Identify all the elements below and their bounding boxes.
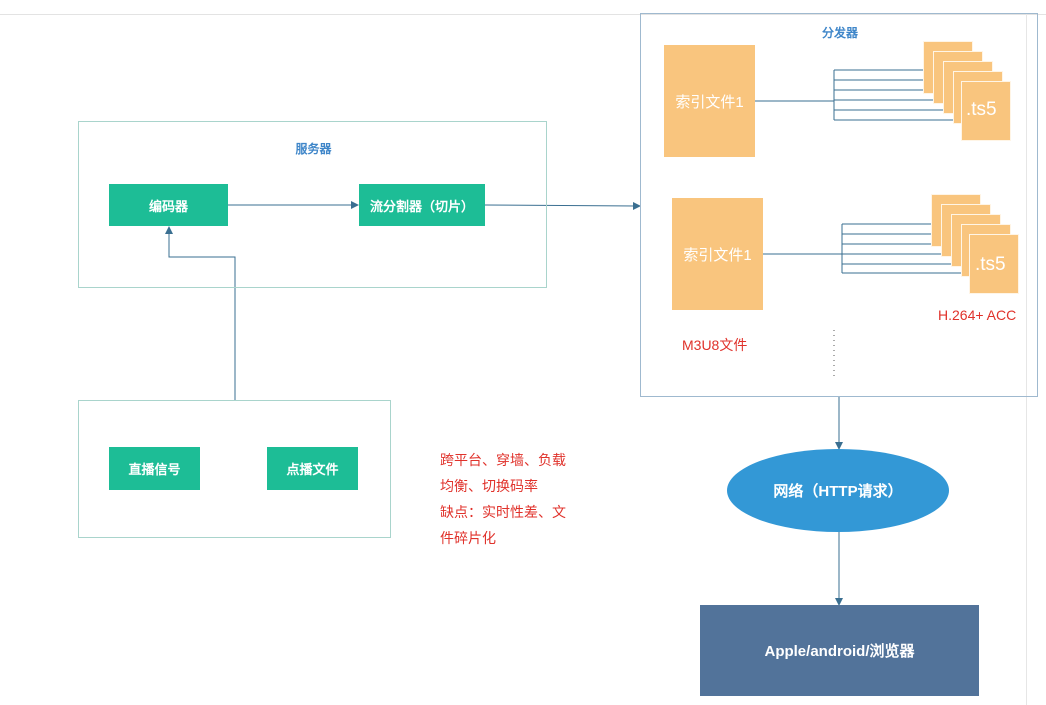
network-node[interactable]: 网络（HTTP请求） — [727, 449, 949, 532]
hls-notes: 跨平台、穿墙、负载 均衡、切换码率 缺点：实时性差、文 件碎片化 — [440, 447, 590, 551]
codec-label: H.264+ ACC — [938, 307, 1017, 323]
note-line-3: 缺点：实时性差、文 — [440, 504, 566, 520]
server-title: 服务器 — [295, 142, 332, 156]
note-line-4: 件碎片化 — [440, 530, 496, 546]
ts-label-top: .ts5 — [966, 99, 997, 120]
ts-label-bottom: .ts5 — [975, 254, 1006, 275]
segmenter-node[interactable]: 流分割器（切片） — [359, 184, 485, 226]
live-signal-node[interactable]: 直播信号 — [109, 447, 200, 490]
fanout-bottom — [763, 223, 971, 274]
encoder-node[interactable]: 编码器 — [109, 184, 228, 226]
m3u8-label: M3U8文件 — [682, 337, 748, 353]
note-line-1: 跨平台、穿墙、负载 — [440, 452, 566, 468]
distributor-group: 分发器 — [640, 13, 1038, 397]
note-line-2: 均衡、切换码率 — [440, 478, 538, 494]
index-file-bottom[interactable]: 索引文件1 — [672, 198, 763, 310]
arrow-sources-to-encoder — [165, 226, 236, 400]
fanout-top — [754, 69, 963, 121]
sources-group — [78, 400, 391, 538]
canvas-right-border — [1026, 14, 1027, 705]
arrow-segmenter-to-distributor — [484, 201, 641, 210]
vod-file-node[interactable]: 点播文件 — [267, 447, 358, 490]
clients-node[interactable]: Apple/android/浏览器 — [700, 605, 979, 696]
server-group: 服务器 — [78, 121, 547, 288]
canvas-top-border — [0, 14, 1046, 15]
index-file-top[interactable]: 索引文件1 — [664, 45, 755, 157]
distributor-title: 分发器 — [821, 26, 858, 40]
